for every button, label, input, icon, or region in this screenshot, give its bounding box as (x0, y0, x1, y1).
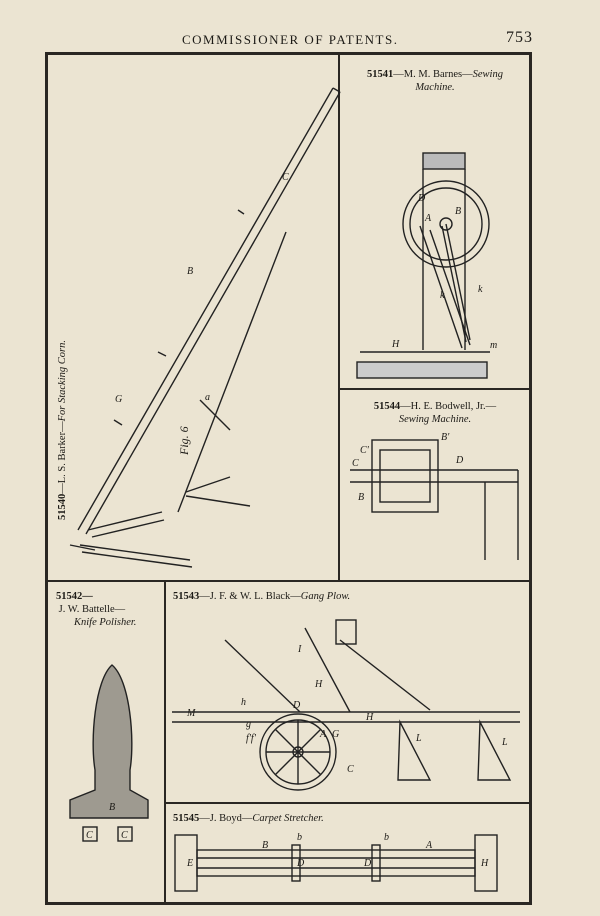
running-title: COMMISSIONER OF PATENTS. (182, 32, 399, 47)
svg-text:D: D (296, 858, 305, 869)
caption-51545: 51545—J. Boyd—Carpet Stretcher. (173, 813, 324, 824)
svg-text:B: B (262, 840, 268, 851)
page-header: COMMISSIONER OF PATENTS. 753 (0, 28, 600, 52)
knife-polisher-drawing (69, 664, 149, 842)
svg-text:H: H (314, 679, 323, 690)
svg-text:A: A (425, 840, 433, 851)
sewing-machine-barnes-drawing (356, 152, 490, 379)
svg-text:H: H (480, 858, 489, 869)
svg-text:h: h (241, 697, 246, 708)
svg-text:E: E (186, 858, 193, 869)
svg-text:I: I (297, 644, 302, 655)
svg-text:f'f': f'f' (246, 733, 257, 744)
svg-text:B: B (358, 492, 364, 503)
svg-text:k: k (478, 284, 483, 295)
svg-text:D: D (417, 193, 426, 204)
svg-text:A: A (424, 213, 432, 224)
svg-text:a: a (205, 392, 210, 403)
svg-text:b: b (384, 832, 389, 843)
svg-text:b: b (297, 832, 302, 843)
svg-text:B': B' (441, 432, 450, 443)
divider-vertical-main (338, 53, 340, 581)
caption-51542: 51542— J. W. Battelle—Knife Polisher. (56, 591, 137, 628)
svg-text:k: k (440, 290, 445, 301)
svg-text:C: C (347, 764, 354, 775)
figure-plate (45, 52, 532, 905)
svg-text:B: B (109, 802, 115, 813)
sewing-machine-bodwell-drawing (350, 439, 519, 560)
svg-text:B: B (187, 266, 193, 277)
svg-text:C: C (282, 172, 289, 183)
svg-text:L: L (501, 737, 508, 748)
svg-text:m: m (490, 340, 497, 351)
corn-stacker-drawing (69, 87, 341, 568)
page-number: 753 (506, 29, 533, 46)
carpet-stretcher-drawing (174, 834, 498, 892)
svg-text:D: D (292, 700, 301, 711)
svg-text:A: A (319, 729, 327, 740)
svg-text:G: G (332, 729, 339, 740)
caption-51543: 51543—J. F. & W. L. Black—Gang Plow. (173, 591, 351, 602)
svg-text:L: L (415, 733, 422, 744)
divider-vertical-lower (164, 581, 166, 903)
svg-text:g: g (246, 719, 251, 730)
drawing-letter-labels: C B G a D A B k k H m B' C' C D B B C C … (86, 172, 508, 869)
svg-text:H: H (391, 339, 400, 350)
divider-full-h (47, 580, 531, 582)
svg-text:G: G (115, 394, 122, 405)
svg-text:H: H (365, 712, 374, 723)
caption-51544: 51544—H. E. Bodwell, Jr.—Sewing Machine. (373, 401, 497, 425)
svg-text:C: C (86, 830, 93, 841)
divider-right-h (339, 388, 530, 390)
svg-text:D: D (455, 455, 464, 466)
svg-text:B: B (455, 206, 461, 217)
svg-text:D: D (363, 858, 372, 869)
svg-text:C': C' (360, 445, 370, 456)
gang-plow-drawing (172, 619, 520, 791)
divider-lower-h (165, 802, 531, 804)
svg-text:C: C (121, 830, 128, 841)
svg-text:C: C (352, 458, 359, 469)
svg-text:M: M (186, 708, 196, 719)
